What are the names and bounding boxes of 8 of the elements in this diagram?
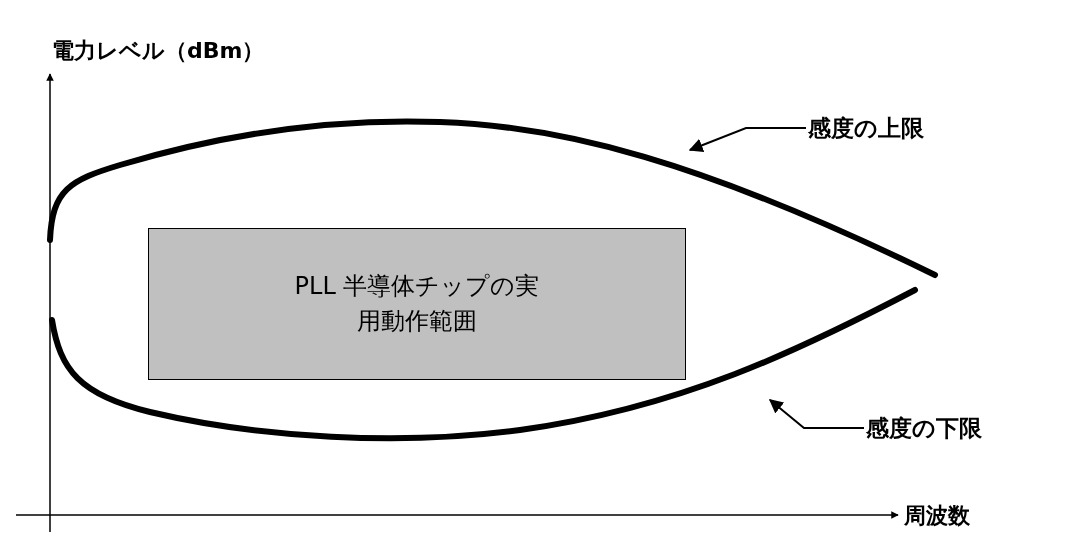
axis-label: 電力レベル（dBm） — [52, 37, 265, 65]
range-text: PLL 半導体チップの実用動作範囲 — [293, 271, 541, 337]
leader-arrow — [768, 399, 865, 429]
label-text: 感度の上限 — [808, 113, 924, 144]
axis-label: 周波数 — [904, 502, 970, 530]
range-box — [148, 228, 686, 380]
label-text: 感度の下限 — [866, 413, 982, 444]
leader-arrow — [688, 127, 807, 152]
